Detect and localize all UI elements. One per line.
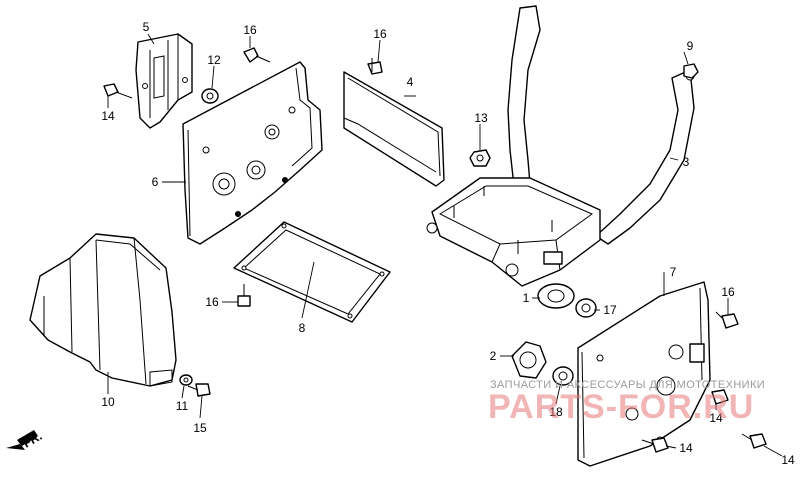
part-10-muffler-cover [29,233,177,387]
callout-17: 17 [603,303,617,317]
bolt-16b [367,58,383,75]
watermark-logo: PARTS-FOR.RU [488,388,754,426]
callout-14: 14 [101,109,115,123]
bolt-14d [741,433,767,449]
callout-3: 3 [683,155,690,169]
part-2-flange [511,341,547,379]
callout-7: 7 [670,265,677,279]
part-3-exhaust [426,5,695,287]
front-direction-arrow: FR. [6,429,44,451]
part-11-washer [179,374,193,386]
part-12-collar [201,88,219,104]
callout-12: 12 [207,53,221,67]
front-label: FR. [21,429,45,451]
watermark-text: ЗАПЧАСТИ И АКСЕССУАРЫ ДЛЯ МОТОТЕХНИКИ [490,379,765,391]
part-7-plate [577,281,711,467]
callout-1: 1 [523,291,530,305]
bolt-14c [641,437,669,453]
part-6-plate [182,61,323,245]
bolt-16d [715,311,739,329]
part-13-nut [469,149,491,167]
callout-14: 14 [709,411,723,425]
callout-16: 16 [205,295,219,309]
callout-14: 14 [781,453,795,467]
part-5-bracket [135,33,193,129]
callout-5: 5 [143,20,150,34]
callout-9: 9 [687,39,694,53]
part-1-flange [537,283,575,309]
bolt-15 [187,383,211,397]
part-18-collar [552,366,574,386]
bolt-16c [237,284,251,307]
callout-15: 15 [193,421,207,435]
callout-16: 16 [373,27,387,41]
bolt-16a [243,47,271,63]
callout-14: 14 [679,441,693,455]
callout-2: 2 [490,349,497,363]
callout-16: 16 [243,23,257,37]
callout-6: 6 [152,175,159,189]
part-4-cover [343,71,445,187]
callout-18: 18 [549,405,563,419]
leader-lines [107,33,783,457]
callout-13: 13 [474,111,488,125]
callout-16: 16 [721,285,735,299]
watermark: ЗАПЧАСТИ И АКСЕССУАРЫ ДЛЯ МОТОТЕХНИКИ PA… [488,379,765,426]
part-17-collar [575,298,597,318]
callout-4: 4 [407,75,414,89]
part-9-bolt [683,63,699,79]
callout-10: 10 [101,395,115,409]
callouts: 5 16 12 14 6 16 4 13 9 3 7 16 1 17 2 18 … [101,20,795,467]
bolt-14b [711,389,729,405]
callout-11: 11 [176,399,189,413]
callout-8: 8 [299,321,306,335]
bolt-14a [103,83,133,99]
